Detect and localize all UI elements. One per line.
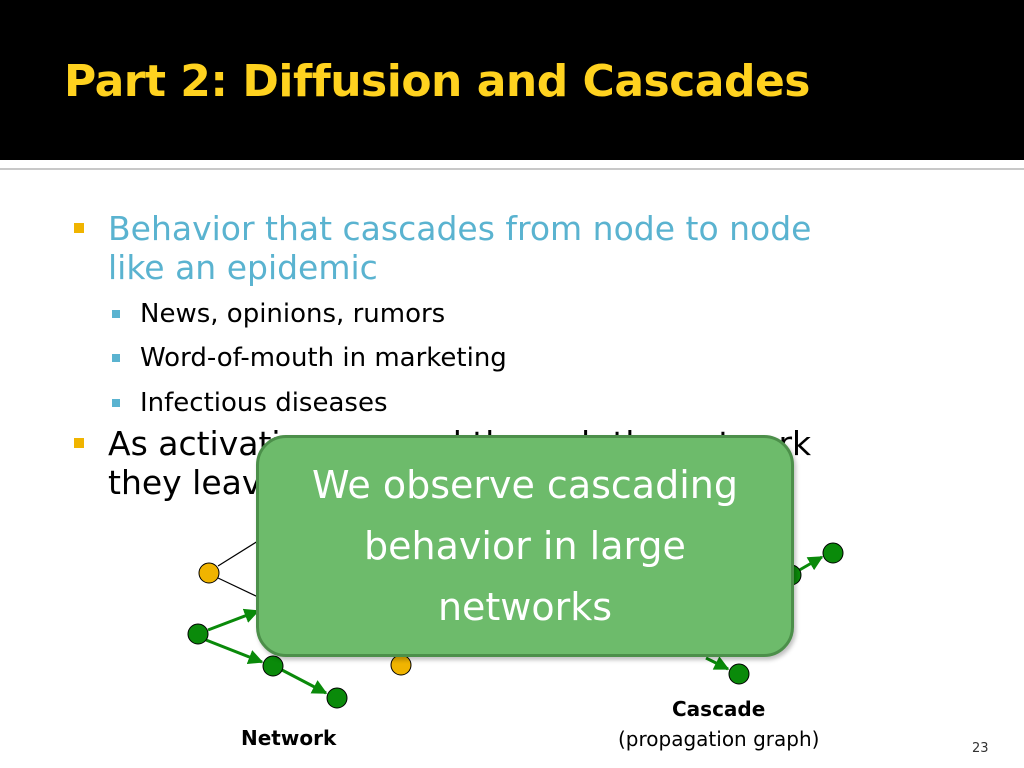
cascade-edge xyxy=(281,668,328,695)
page-number: 23 xyxy=(972,741,989,756)
cascade-sublabel: (propagation graph) xyxy=(618,727,820,751)
bullet-marker xyxy=(74,223,84,233)
cascade-label: Cascade xyxy=(672,697,766,721)
sub-bullet-marker xyxy=(112,310,120,318)
sub-bullet-3-text: Infectious diseases xyxy=(140,388,388,418)
callout-text: We observe cascading behavior in large n… xyxy=(312,462,738,629)
sub-bullet-marker xyxy=(112,399,120,407)
sub-bullet-1: News, opinions, rumors xyxy=(112,298,712,334)
sub-bullet-2: Word-of-mouth in marketing xyxy=(112,342,712,378)
sub-bullet-3: Infectious diseases xyxy=(112,387,712,423)
active-node xyxy=(728,663,750,685)
bullet-1-text: Behavior that cascades from node to node… xyxy=(108,209,812,287)
inactive-node xyxy=(198,562,220,584)
bullet-marker xyxy=(74,438,84,448)
network-edge xyxy=(217,577,259,598)
network-edge xyxy=(217,540,259,567)
sub-bullet-2-text: Word-of-mouth in marketing xyxy=(140,343,507,373)
cascade-edge xyxy=(705,656,730,671)
inactive-node xyxy=(390,654,412,676)
sub-bullet-marker xyxy=(112,354,120,362)
title-rule xyxy=(0,160,1024,170)
slide-title: Part 2: Diffusion and Cascades xyxy=(64,56,811,107)
sub-bullet-1-text: News, opinions, rumors xyxy=(140,299,446,329)
cascade-edge xyxy=(205,638,264,665)
callout-box: We observe cascading behavior in large n… xyxy=(256,435,794,657)
active-node xyxy=(187,623,209,645)
title-bar: Part 2: Diffusion and Cascades xyxy=(0,0,1024,160)
cascade-edge xyxy=(207,608,260,632)
network-label: Network xyxy=(241,726,337,750)
cascade-edge xyxy=(795,555,824,574)
active-node xyxy=(262,655,284,677)
active-node xyxy=(326,687,348,709)
active-node xyxy=(822,542,844,564)
